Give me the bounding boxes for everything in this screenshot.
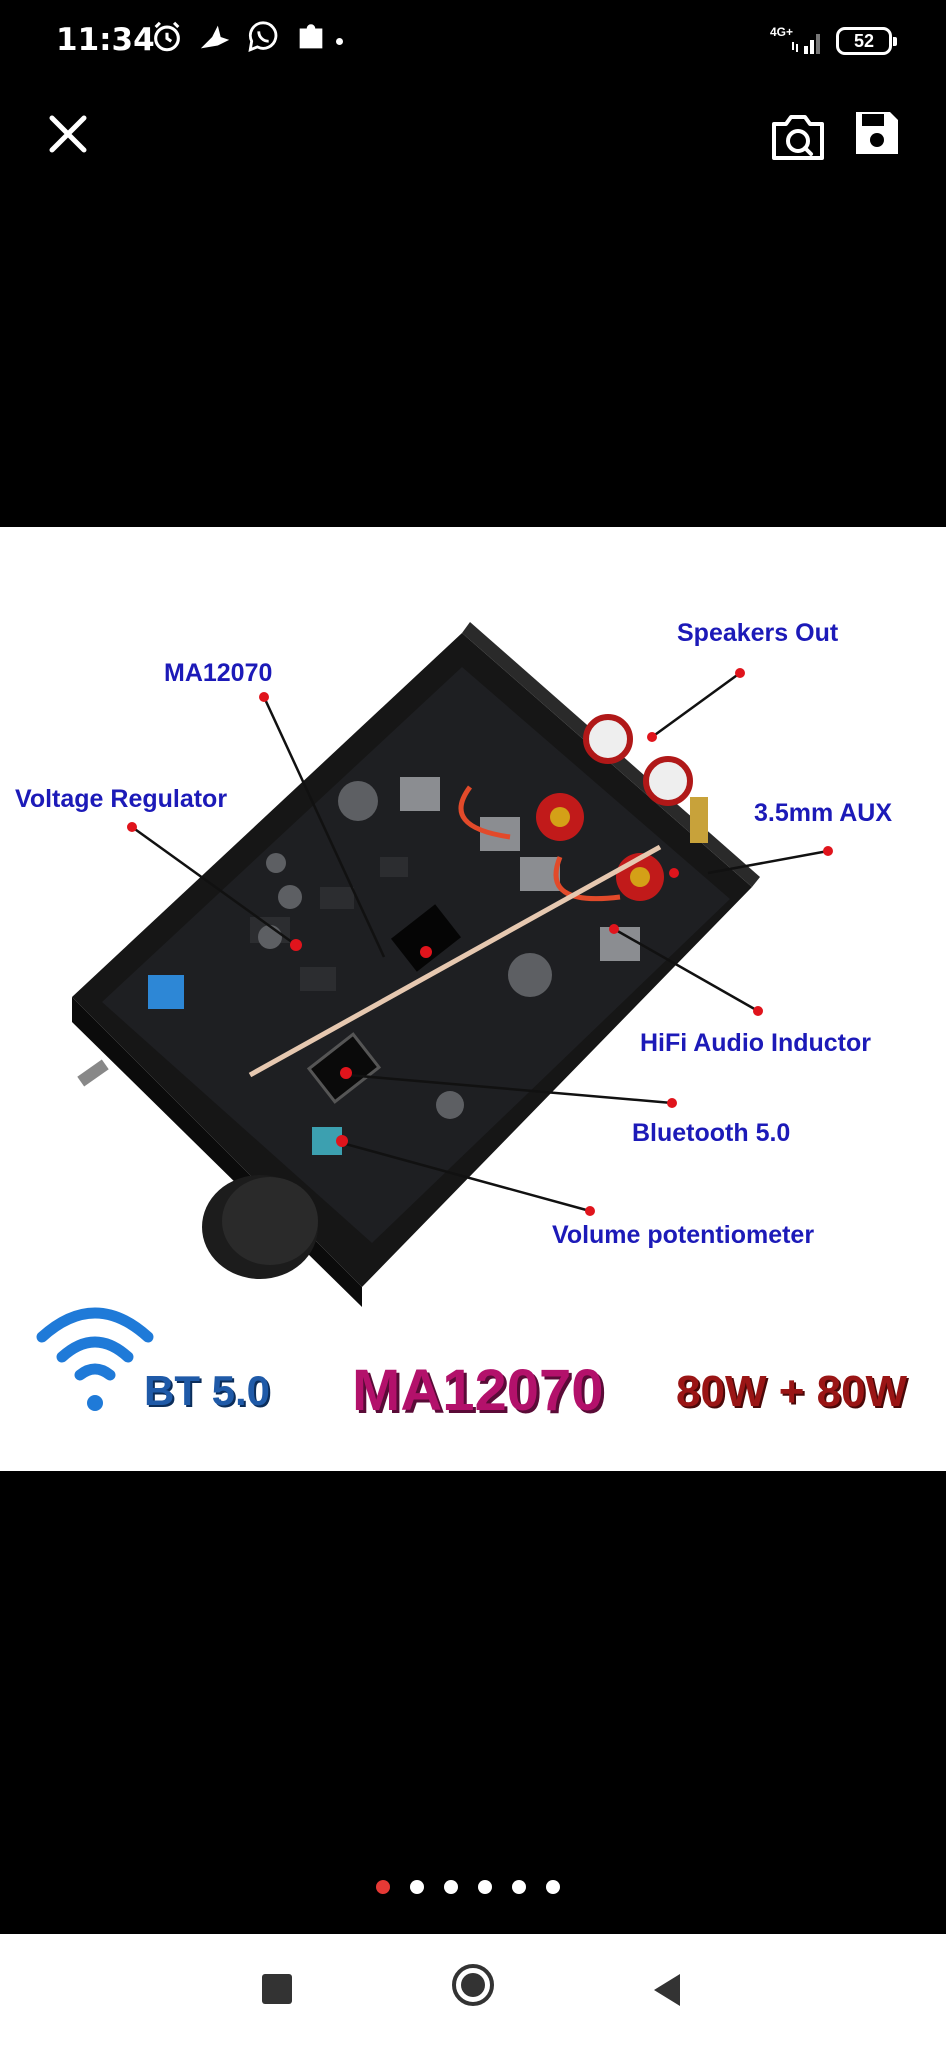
camera-icon[interactable]: [768, 110, 828, 166]
battery-indicator: 52: [836, 27, 897, 55]
image-pager: [376, 1880, 560, 1894]
callout-bluetooth: Bluetooth 5.0: [632, 1119, 791, 1147]
bird-icon: [200, 25, 230, 49]
wifi-icon: [36, 1307, 154, 1381]
notification-dot: [336, 38, 343, 45]
power-label: 80W + 80W: [676, 1367, 908, 1416]
triangle-back-icon[interactable]: [650, 1972, 684, 2008]
callout-hifi-inductor: HiFi Audio Inductor: [640, 1029, 871, 1057]
signal-icon: [792, 34, 820, 54]
network-type: 4G+: [770, 25, 794, 39]
status-bar: 11:34 4G+ 52: [0, 0, 946, 84]
pager-dot[interactable]: [444, 1880, 458, 1894]
viber-icon: [248, 21, 278, 53]
chip-label: MA12070: [352, 1358, 604, 1423]
alarm-icon: [154, 21, 180, 52]
square-icon[interactable]: [262, 1974, 292, 2004]
system-navbar: [0, 1934, 946, 2048]
pager-dot[interactable]: [512, 1880, 526, 1894]
product-image[interactable]: Speakers Out MA12070 Voltage Regulator 3…: [0, 527, 946, 1471]
callout-aux: 3.5mm AUX: [754, 799, 893, 827]
pager-dot[interactable]: [410, 1880, 424, 1894]
save-icon[interactable]: [852, 108, 902, 158]
pager-dot[interactable]: [478, 1880, 492, 1894]
puzzle-icon: [299, 24, 323, 49]
callout-speakers-out: Speakers Out: [677, 619, 839, 647]
callout-ma12070: MA12070: [164, 659, 273, 687]
pager-dot[interactable]: [546, 1880, 560, 1894]
close-icon[interactable]: [44, 110, 92, 158]
status-time: 11:34: [56, 22, 155, 58]
status-icons: [150, 20, 328, 54]
pager-dot[interactable]: [376, 1880, 390, 1894]
circle-icon[interactable]: [450, 1962, 496, 2008]
amplifier-photo: [36, 622, 833, 1411]
bt-label: BT 5.0: [144, 1367, 271, 1414]
callout-volume: Volume potentiometer: [552, 1221, 815, 1249]
callout-voltage-regulator: Voltage Regulator: [15, 785, 228, 813]
